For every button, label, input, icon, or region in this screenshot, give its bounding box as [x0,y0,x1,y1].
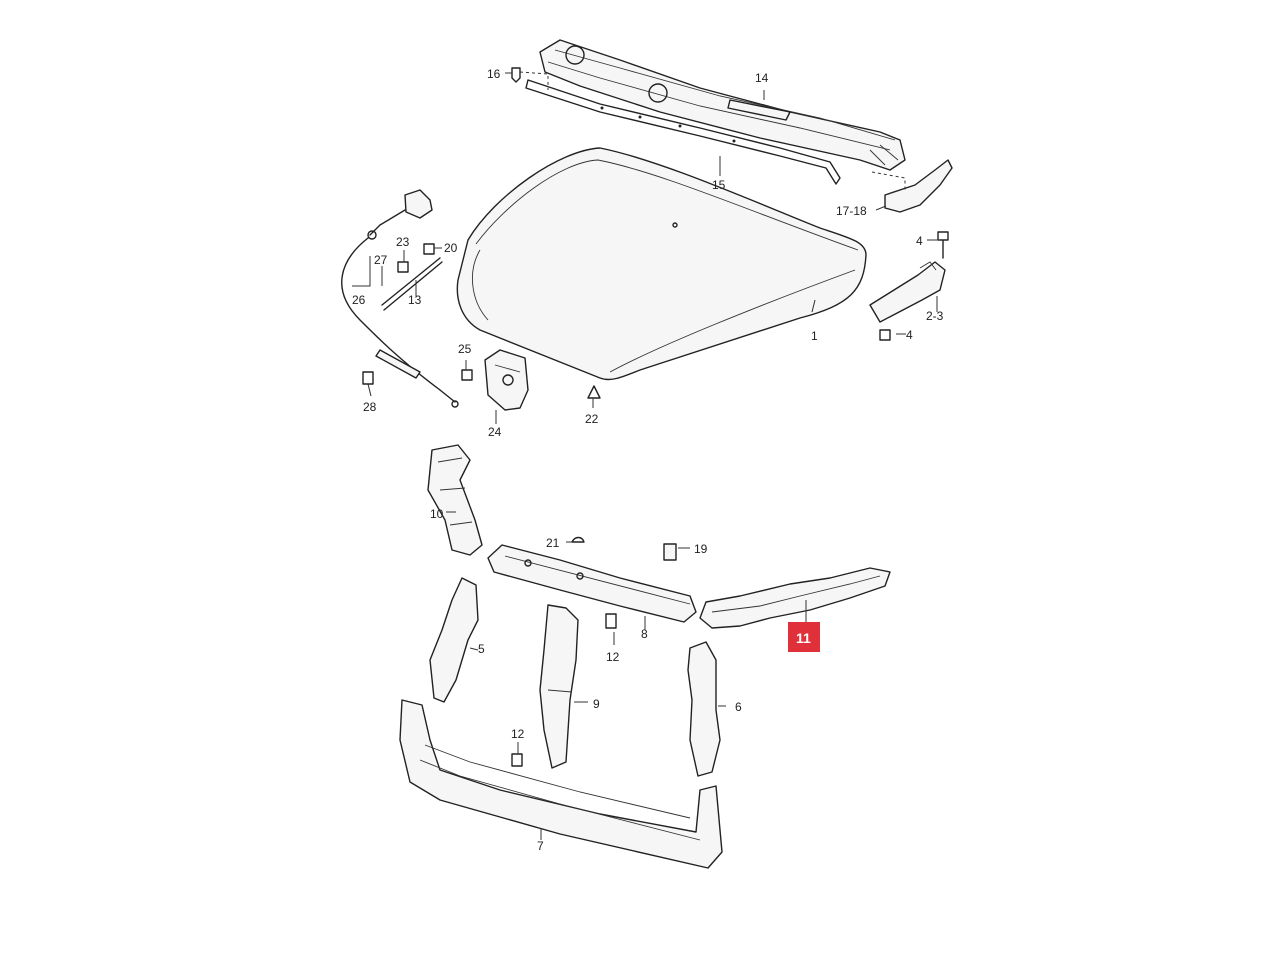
label-26: 26 [352,293,366,307]
part-7-lower-crossmember [399,699,723,869]
label-22: 22 [585,412,599,426]
part-17-18-bracket [871,159,953,213]
highlight-badge [788,622,820,652]
part-6-right-support [687,641,721,777]
part-28-clip [362,371,374,385]
label-9: 9 [593,697,600,711]
part-2-3-hinge [869,261,946,323]
label-28: 28 [363,400,377,414]
label-12-upper: 12 [606,650,620,664]
callout-labels: 1 2-3 4 4 5 6 7 8 9 10 12 12 13 14 15 16… [352,67,944,853]
part-15-seal-strip [525,79,841,185]
part-16-clip [511,67,549,90]
part-10-bracket [427,444,483,556]
label-16: 16 [487,67,501,81]
label-15: 15 [712,178,726,192]
label-1: 1 [811,329,818,343]
part-26-release-cable [341,189,459,408]
label-14: 14 [755,71,769,85]
label-7: 7 [537,839,544,853]
label-12-lower: 12 [511,727,525,741]
label-23: 23 [396,235,410,249]
part-24-hood-lock [484,349,529,411]
label-6: 6 [735,700,742,714]
part-11-upper-side-member [699,567,891,629]
label-24: 24 [488,425,502,439]
label-20: 20 [444,241,458,255]
highlight-callout-11[interactable]: 11 [788,622,820,652]
label-17-18: 17-18 [836,204,867,218]
part-5-left-support [429,577,479,703]
label-2-3: 2-3 [926,309,944,323]
label-11: 11 [796,630,811,646]
label-21: 21 [546,536,560,550]
part-23-clip [397,261,409,273]
label-4-top: 4 [916,234,923,248]
label-27: 27 [374,253,388,267]
label-4-bottom: 4 [906,328,913,342]
part-8-upper-crossmember [487,544,697,623]
part-14-cowl-panel [539,39,906,171]
part-4-bolt-top [937,231,949,259]
label-25: 25 [458,342,472,356]
part-1-hood [456,147,867,381]
part-12-bolt-upper [605,613,617,629]
part-21-clip [571,536,585,543]
part-12-bolt-lower [511,753,523,767]
label-19: 19 [694,542,708,556]
leader-lines [352,72,940,840]
part-25-bolt [461,369,473,381]
part-20-clip [423,243,435,255]
part-19-bumper [663,543,677,561]
part-22-bumper [587,385,601,399]
part-4-bolt-bottom [879,329,891,341]
label-13: 13 [408,293,422,307]
part-13-rod [381,257,443,311]
label-8: 8 [641,627,648,641]
label-10: 10 [430,507,444,521]
part-9-center-support [539,604,579,769]
label-5: 5 [478,642,485,656]
